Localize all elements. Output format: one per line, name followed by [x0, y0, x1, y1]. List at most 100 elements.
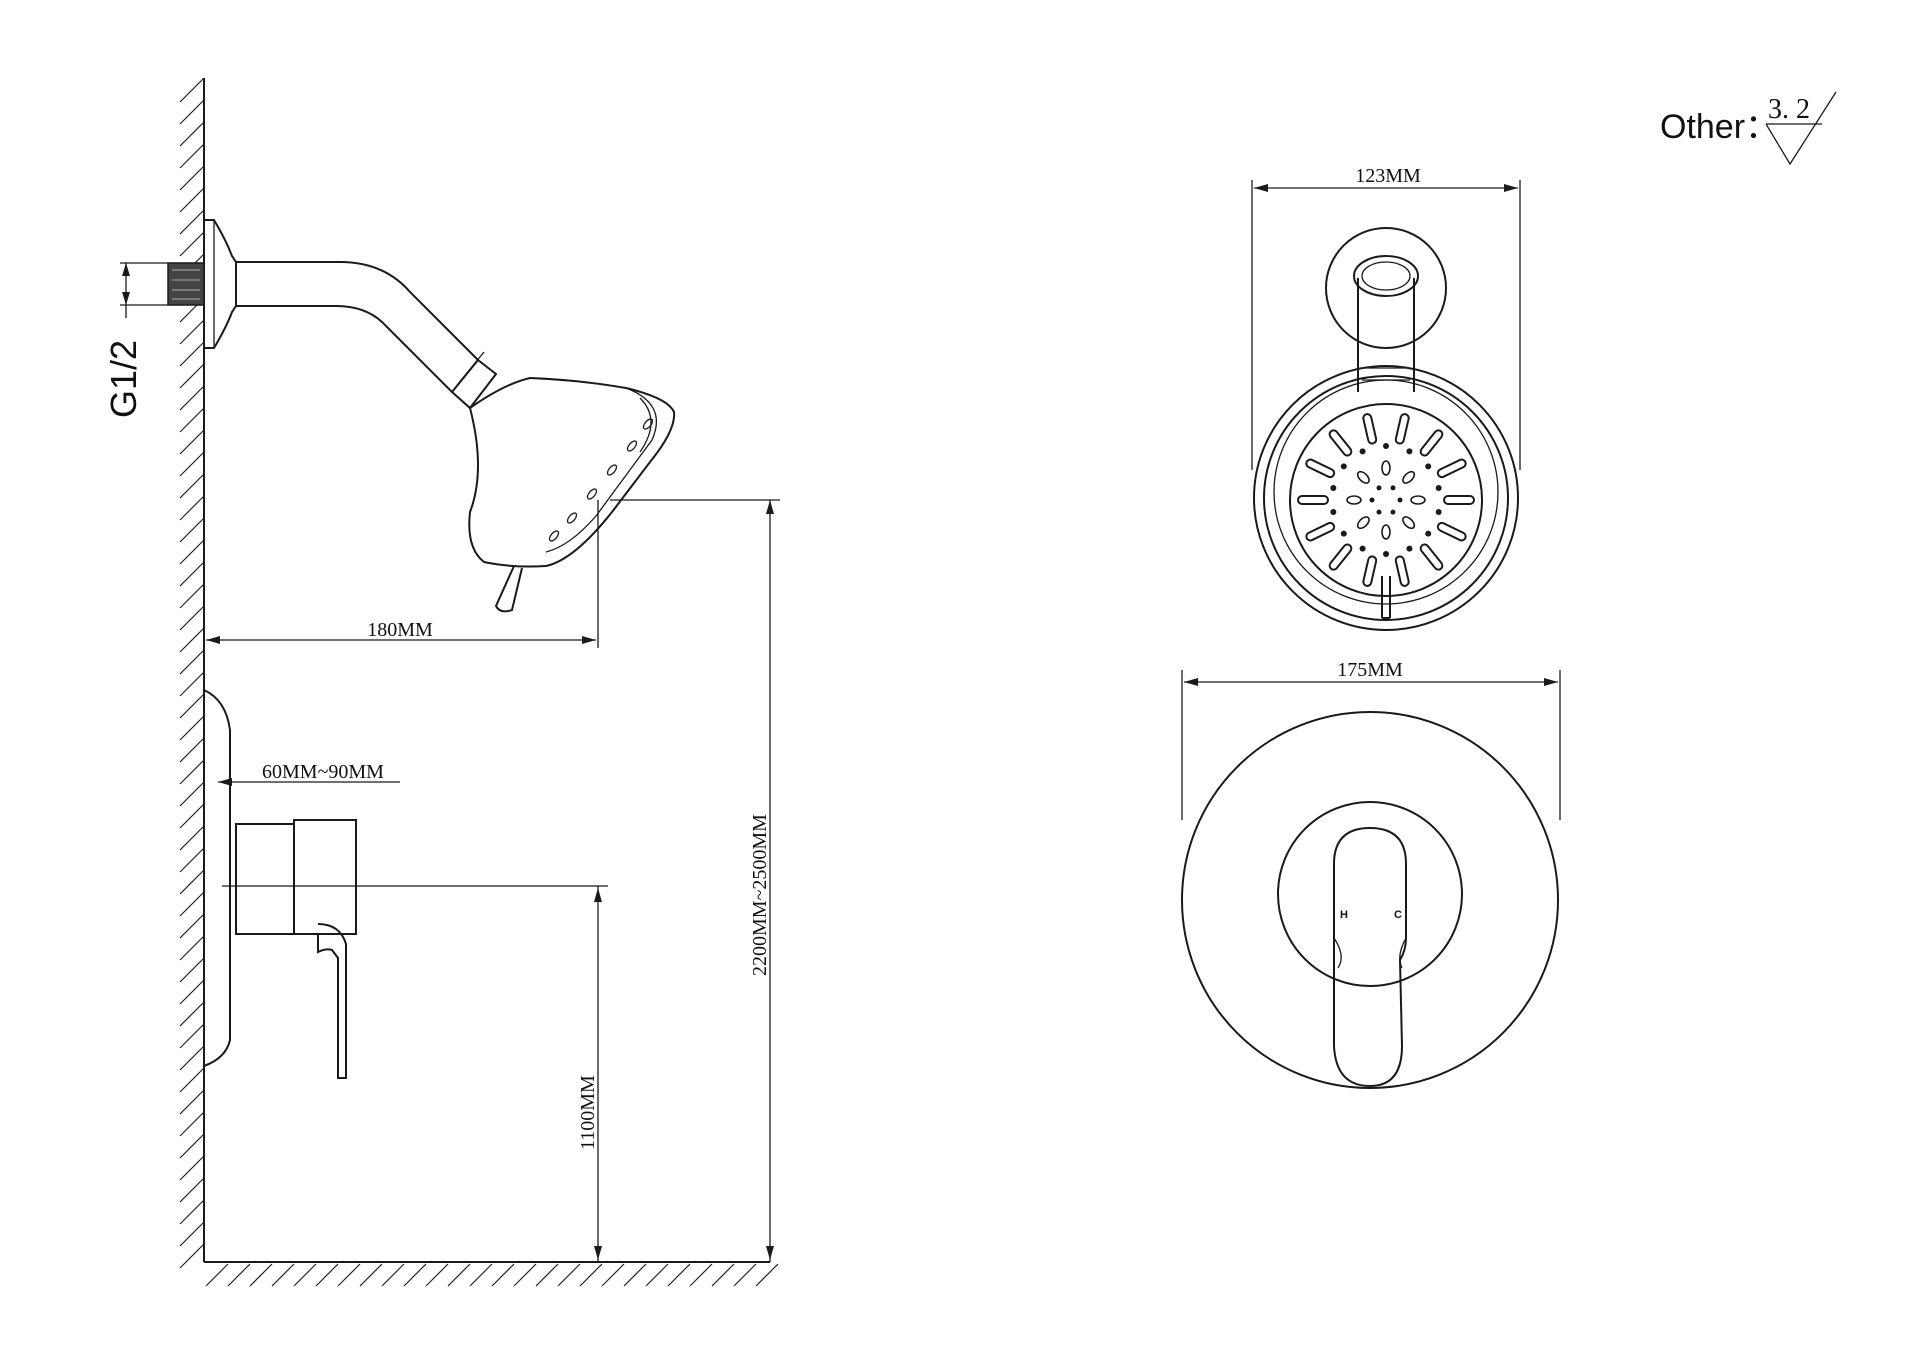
nozzle-center — [1381, 460, 1391, 476]
hatch-line — [447, 1263, 471, 1287]
hatch-line — [179, 407, 205, 433]
trim-plate — [1181, 711, 1559, 1089]
hatch-line — [733, 1263, 757, 1287]
hatch-line — [179, 561, 205, 587]
hatch-line — [227, 1263, 251, 1287]
nozzle-slot-inner — [1421, 431, 1442, 455]
shower-head-front-view: 123MM — [1251, 165, 1521, 631]
hatch-line — [249, 1263, 273, 1287]
hatch-line — [601, 1263, 625, 1287]
head-diameter-label: 123MM — [1355, 165, 1421, 187]
hatch-line — [179, 1221, 205, 1247]
valve-handle-lever — [317, 923, 347, 1079]
hatch-line — [179, 1155, 205, 1181]
wall-depth-label: 60MM~90MM — [262, 761, 384, 783]
floor-hatching — [205, 1263, 779, 1287]
nozzle-dot — [1435, 509, 1442, 516]
arm-projection-label: 180MM — [367, 619, 433, 641]
hatch-line — [359, 1263, 383, 1287]
surface-finish-value: 3. 2 — [1768, 94, 1810, 125]
trim-inner-ring — [1277, 801, 1463, 987]
hatch-line — [179, 583, 205, 609]
hatch-line — [469, 1263, 493, 1287]
head-spray-face — [1289, 403, 1483, 597]
hatch-line — [179, 1111, 205, 1137]
hatch-line — [179, 1045, 205, 1071]
nozzle-dot — [1425, 463, 1432, 470]
nozzle-dot — [1425, 530, 1432, 537]
cold-marking: C — [1394, 909, 1402, 921]
thread-dimension: G1/2 — [103, 262, 168, 418]
hatch-line — [179, 1001, 205, 1027]
hatch-line — [179, 781, 205, 807]
nozzle-slot-inner — [1364, 557, 1376, 585]
hatch-line — [179, 517, 205, 543]
arm-flange-front — [1325, 227, 1447, 349]
hatch-line — [557, 1263, 581, 1287]
nozzle-slot-inner — [1307, 460, 1334, 477]
trim-diameter-dimension: 175MM — [1181, 659, 1561, 820]
nozzle-center — [1410, 495, 1426, 505]
hatch-line — [271, 1263, 295, 1287]
valve-height-label: 1100MM — [577, 1075, 599, 1150]
hatch-line — [491, 1263, 515, 1287]
hatch-line — [179, 1243, 205, 1269]
nozzle-dot — [1435, 484, 1442, 491]
hatch-line — [623, 1263, 647, 1287]
nozzle-dot — [1369, 497, 1375, 503]
hatch-line — [179, 143, 205, 169]
shower-height-label: 2200MM~2500MM — [749, 814, 771, 976]
spray-lever — [494, 565, 523, 613]
nozzle-center — [1346, 495, 1362, 505]
hatch-line — [179, 165, 205, 191]
hatch-line — [179, 693, 205, 719]
hatch-line — [179, 759, 205, 785]
hatch-line — [179, 1199, 205, 1225]
hatch-line — [179, 1133, 205, 1159]
nozzle-slot-inner — [1330, 431, 1351, 455]
valve-trim-front-view: 175MM H C — [1181, 659, 1561, 1089]
hatch-line — [403, 1263, 427, 1287]
hatch-line — [179, 605, 205, 631]
valve-trim-plate-side — [203, 689, 231, 1067]
shower-head-side — [468, 376, 676, 568]
nozzle-dot — [1383, 551, 1389, 557]
hatch-line — [179, 121, 205, 147]
spray-nozzles — [1297, 413, 1475, 587]
hatch-line — [755, 1263, 779, 1287]
hatch-line — [535, 1263, 559, 1287]
surface-finish-note: Other： 3. 2 — [1660, 91, 1837, 166]
hatch-line — [179, 473, 205, 499]
nozzle-dot — [1397, 497, 1403, 503]
hatch-line — [179, 99, 205, 125]
hatch-line — [179, 1067, 205, 1093]
hatch-line — [645, 1263, 669, 1287]
nozzle-dot — [1406, 448, 1413, 455]
nozzle-slot-inner — [1307, 523, 1334, 540]
hatch-line — [179, 451, 205, 477]
hatch-line — [179, 869, 205, 895]
hatch-line — [337, 1263, 361, 1287]
hatch-line — [179, 649, 205, 675]
hatch-line — [179, 1089, 205, 1115]
nozzle-slot-inner — [1364, 415, 1376, 443]
hatch-line — [315, 1263, 339, 1287]
nozzle-center — [1381, 524, 1391, 540]
hatch-line — [179, 671, 205, 697]
hatch-line — [205, 1263, 229, 1287]
nozzle-center — [1356, 516, 1370, 530]
hatch-line — [179, 495, 205, 521]
hatch-line — [711, 1263, 735, 1287]
hatch-line — [179, 1023, 205, 1049]
head-outer-ring — [1253, 365, 1519, 631]
hatch-line — [689, 1263, 713, 1287]
nozzle-dot — [1390, 485, 1396, 491]
arm-flange — [204, 219, 237, 349]
hatch-line — [179, 803, 205, 829]
nozzle-slot-inner — [1438, 460, 1465, 477]
nozzle-dot — [1383, 443, 1389, 449]
nozzle-dot — [1406, 545, 1413, 552]
hot-marking: H — [1340, 909, 1348, 921]
arm-projection-dimension: 180MM — [206, 500, 599, 648]
hatch-line — [179, 935, 205, 961]
